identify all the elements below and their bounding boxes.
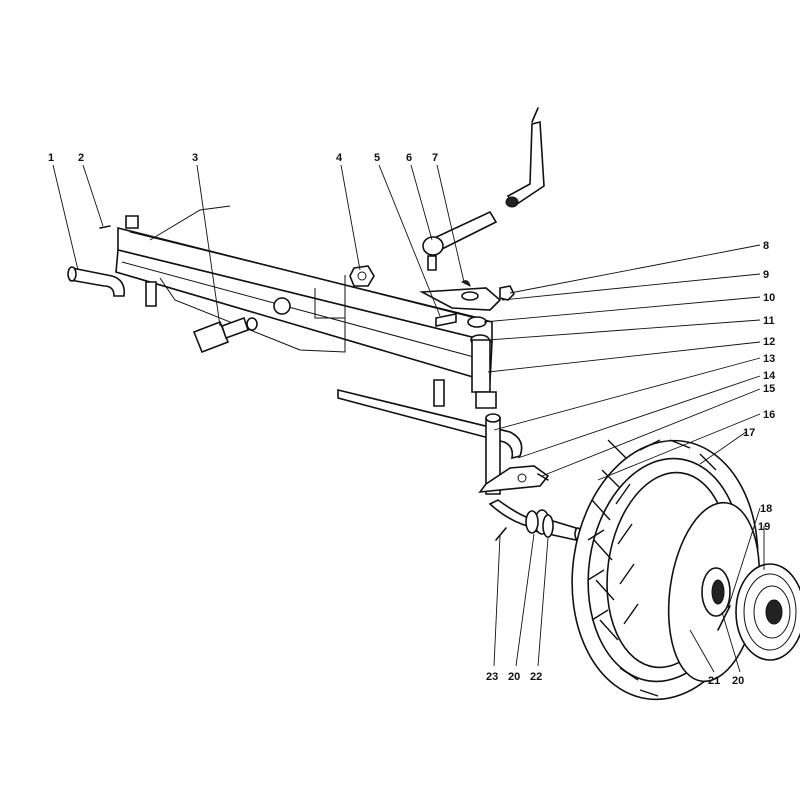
cotter-spindle (537, 473, 549, 481)
callout-13: 13 (763, 353, 775, 365)
cotter-key (461, 280, 471, 287)
spindle-bushing (471, 339, 491, 393)
callout-2: 2 (78, 152, 84, 164)
leader-lines (52, 164, 765, 673)
axle-beam (115, 205, 493, 384)
callout-11: 11 (763, 315, 775, 327)
callout-22: 22 (530, 671, 542, 683)
hub-cap (735, 563, 800, 661)
pivot-stub (145, 281, 157, 307)
callout-16: 16 (763, 409, 775, 421)
callout-12: 12 (763, 336, 775, 348)
pivot-pin (67, 266, 126, 297)
cotter-pin (99, 225, 111, 229)
front-wheel (571, 439, 761, 701)
tie-rod (337, 388, 523, 460)
spacer-washer (542, 514, 554, 538)
steering-arm (419, 287, 502, 327)
callout-3: 3 (192, 152, 198, 164)
drag-link (422, 107, 545, 271)
cotter-axle (495, 527, 507, 541)
callout-17: 17 (743, 427, 755, 439)
callout-labels: 1 2 3 4 5 6 7 8 9 10 11 12 13 14 15 16 1… (48, 152, 776, 687)
bushing-bottom (475, 391, 497, 409)
top-bolt (125, 215, 139, 229)
callout-6: 6 (406, 152, 412, 164)
callout-18: 18 (760, 503, 772, 515)
callout-20b: 20 (732, 675, 744, 687)
callout-20a: 20 (508, 671, 520, 683)
nut (349, 265, 375, 287)
callout-8: 8 (763, 240, 769, 252)
callout-1: 1 (48, 152, 54, 164)
beam-stub (433, 379, 445, 407)
washer-upper (467, 316, 487, 328)
spindle (478, 413, 582, 541)
callout-19: 19 (758, 521, 770, 533)
callout-7: 7 (432, 152, 438, 164)
bolt (192, 297, 291, 354)
callout-10: 10 (763, 292, 775, 304)
callout-14: 14 (763, 370, 776, 382)
callout-9: 9 (763, 269, 769, 281)
callout-4: 4 (336, 152, 343, 164)
callout-5: 5 (374, 152, 380, 164)
callout-23: 23 (486, 671, 498, 683)
callout-15: 15 (763, 383, 775, 395)
callout-21: 21 (708, 675, 720, 687)
nut-small (499, 285, 515, 301)
